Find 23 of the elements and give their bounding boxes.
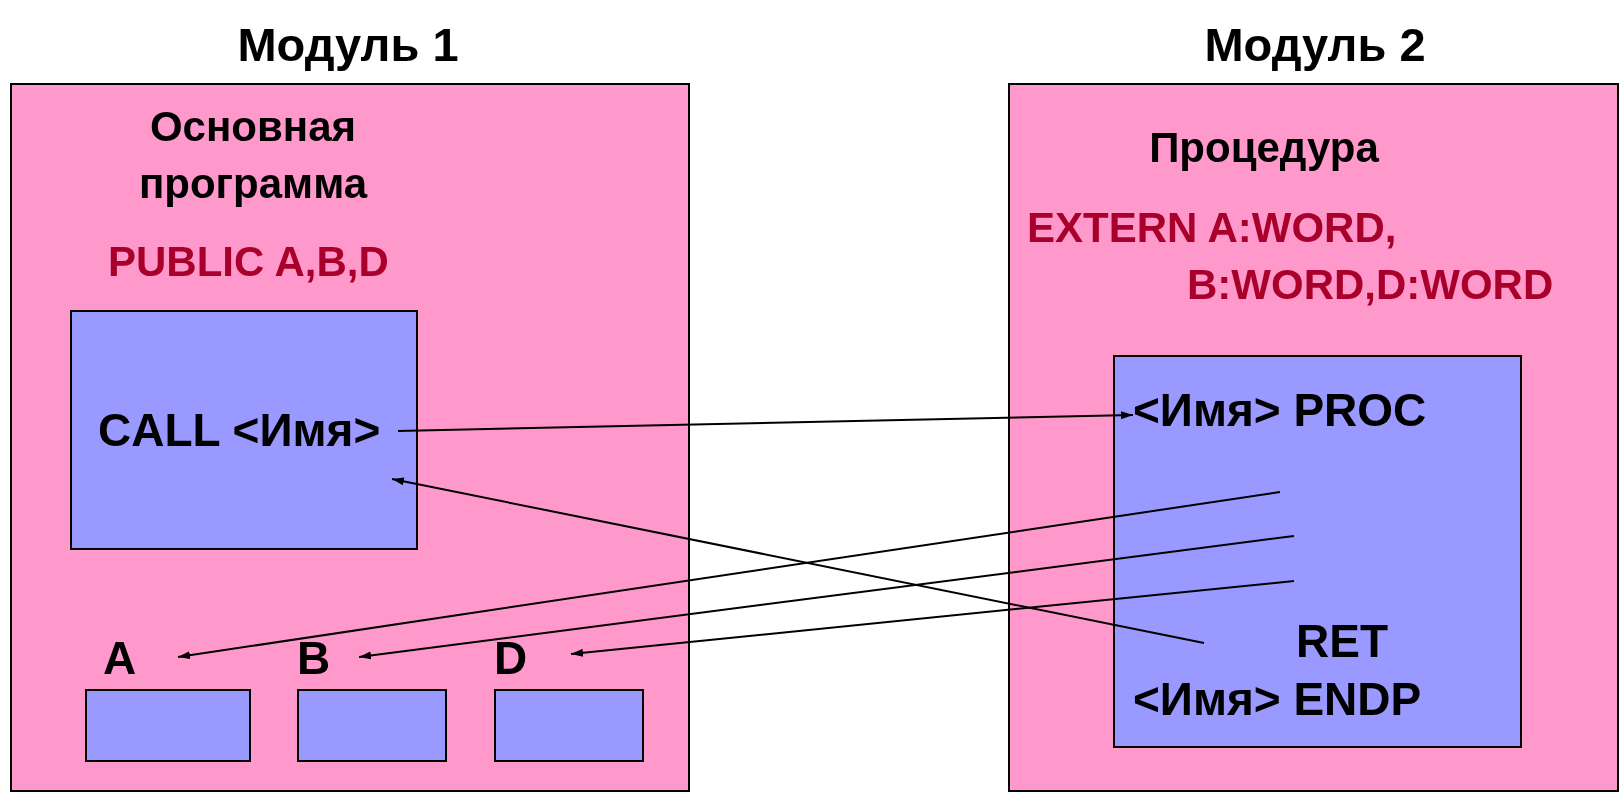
variable-label: D	[494, 633, 529, 683]
module-title: Модуль 2	[1203, 17, 1427, 73]
section-heading: Основная программа	[137, 102, 369, 209]
arrow	[570, 580, 1295, 657]
code-line: <Имя> PROC	[1133, 385, 1428, 435]
memory-cell	[297, 689, 447, 762]
code-block-panel	[70, 310, 418, 550]
arrow	[358, 535, 1295, 660]
code-line: CALL <Имя>	[98, 405, 382, 455]
module-title: Модуль 1	[236, 17, 460, 73]
memory-cell	[85, 689, 251, 762]
arrow	[177, 491, 1281, 660]
memory-cell	[494, 689, 644, 762]
directive-text: EXTERN A:WORD, B:WORD,D:WORD	[1027, 203, 1555, 310]
variable-label: B	[297, 633, 332, 683]
procedure-panel	[1113, 355, 1522, 748]
code-line: <Имя> ENDP	[1133, 672, 1423, 727]
code-line: RET	[1296, 614, 1389, 669]
directive-text: PUBLIC A,B,D	[108, 237, 390, 287]
arrow	[397, 411, 1134, 432]
arrow	[391, 477, 1205, 644]
section-heading: Процедура	[1148, 123, 1380, 173]
variable-label: A	[103, 633, 138, 683]
